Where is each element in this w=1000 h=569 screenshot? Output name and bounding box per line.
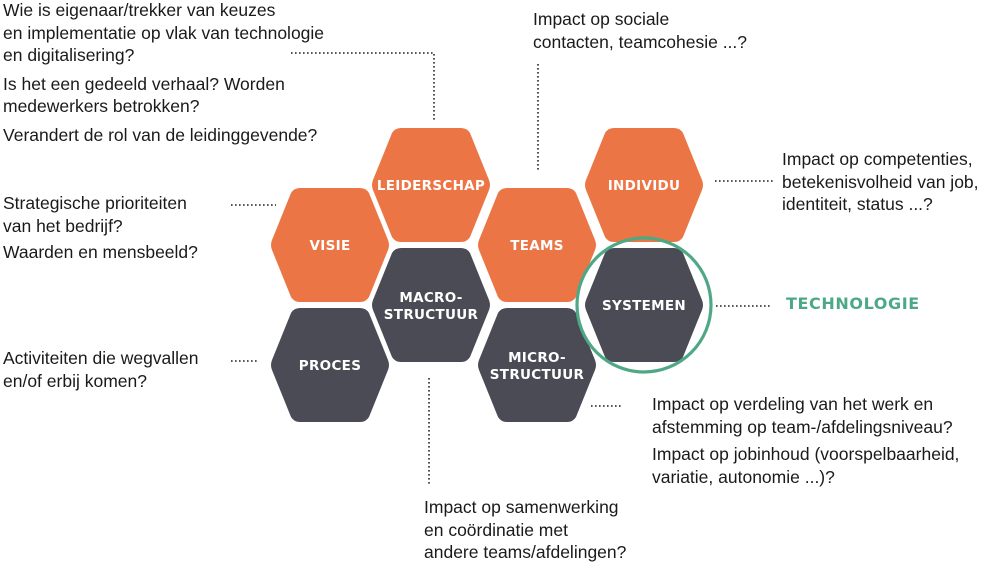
note-text: Impact op sociale contacten, teamcohesie… [533, 9, 748, 52]
note-proces: Activiteiten die wegvallen en/of erbij k… [3, 347, 199, 392]
hex-macrostructuur: MACRO- STRUCTUUR [372, 248, 490, 362]
note-visie: Strategische prioriteiten van het bedrij… [3, 192, 198, 264]
note-text: Activiteiten die wegvallen en/of erbij k… [3, 348, 199, 391]
hex-label-line1: MACRO- [399, 290, 462, 306]
note-text: Impact op samenwerking en coördinatie me… [424, 497, 627, 562]
hex-teams: TEAMS [478, 188, 596, 302]
connector-lines [231, 52, 773, 486]
hex-label: INDIVIDU [608, 178, 681, 194]
note-text: Waarden en mensbeeld? [3, 242, 198, 262]
note-text: Strategische prioriteiten van het bedrij… [3, 193, 187, 236]
hex-systemen: SYSTEMEN [585, 248, 703, 362]
note-text: Impact op competenties, betekenisvolheid… [782, 149, 979, 214]
note-leiderschap: Wie is eigenaar/trekker van keuzes en im… [3, 0, 324, 146]
note-teams: Impact op sociale contacten, teamcohesie… [533, 8, 747, 53]
note-microstructuur: Impact op verdeling van het werk en afst… [652, 393, 959, 488]
hex-label: PROCES [299, 358, 361, 374]
hex-individu: INDIVIDU [585, 128, 703, 242]
note-text: Wie is eigenaar/trekker van keuzes en im… [3, 0, 325, 65]
note-text: Is het een gedeeld verhaal? Worden medew… [3, 73, 285, 117]
note-text: Impact op jobinhoud (voorspelbaarheid, v… [652, 444, 960, 487]
connector-leiderschap [291, 52, 435, 121]
note-individu: Impact op competenties, betekenisvolheid… [782, 148, 979, 216]
hex-visie: VISIE [271, 188, 389, 302]
note-macrostructuur: Impact op samenwerking en coördinatie me… [424, 496, 626, 564]
hex-label: LEIDERSCHAP [377, 178, 485, 194]
note-text: Verandert de rol van de leidinggevende? [3, 124, 318, 145]
hex-label-line2: STRUCTUUR [490, 367, 585, 383]
technology-highlight-ring [575, 236, 713, 374]
hex-label-line2: STRUCTUUR [384, 307, 479, 323]
hex-label: VISIE [310, 238, 351, 254]
hex-label: SYSTEMEN [602, 298, 686, 314]
note-text: Impact op verdeling van het werk en afst… [652, 394, 953, 437]
hex-leiderschap: LEIDERSCHAP [372, 128, 490, 242]
hex-microstructuur: MICRO- STRUCTUUR [478, 308, 596, 422]
hex-label: TEAMS [510, 238, 564, 254]
technologie-label: TECHNOLOGIE [786, 294, 920, 313]
hex-label-line1: MICRO- [508, 350, 566, 366]
hex-proces: PROCES [271, 308, 389, 422]
